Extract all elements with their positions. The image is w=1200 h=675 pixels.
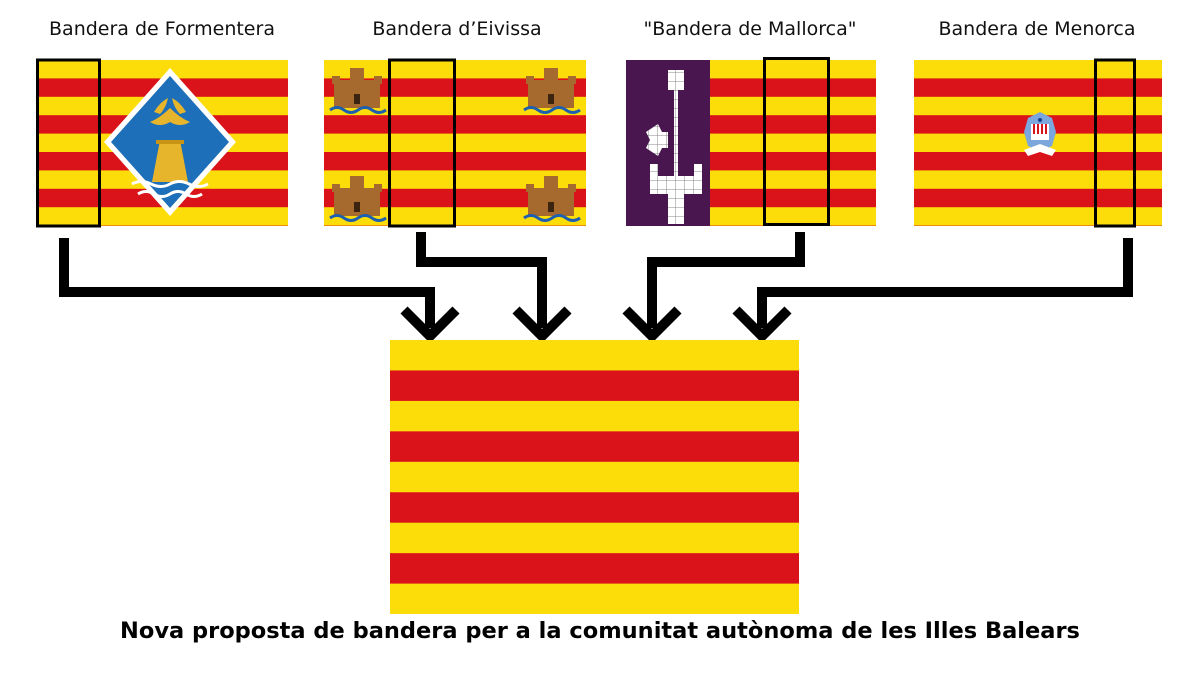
flag-title-menorca: Bandera de Menorca bbox=[938, 18, 1136, 40]
selection-box-mallorca bbox=[763, 57, 830, 226]
flag-menorca bbox=[914, 58, 1162, 228]
proposed-flag bbox=[390, 340, 799, 614]
mallorca-castle-icon bbox=[646, 70, 702, 224]
flag-mallorca bbox=[626, 57, 876, 226]
arrow-down-icon bbox=[732, 306, 792, 344]
flag-formentera bbox=[36, 58, 288, 228]
arrow-heads bbox=[400, 306, 792, 344]
selection-box-formentera bbox=[36, 58, 101, 228]
flag-title-eivissa: Bandera d’Eivissa bbox=[372, 18, 542, 40]
arrow-down-icon bbox=[400, 306, 460, 344]
connector-arrows bbox=[59, 232, 1133, 328]
proposal-caption: Nova proposta de bandera per a la comuni… bbox=[120, 618, 1080, 644]
connector-menorca bbox=[757, 238, 1133, 328]
connector-formentera bbox=[59, 238, 435, 328]
arrow-down-icon bbox=[512, 306, 572, 344]
selection-box-menorca bbox=[1094, 58, 1136, 228]
flag-title-formentera: Bandera de Formentera bbox=[49, 18, 275, 40]
arrow-down-icon bbox=[622, 306, 682, 344]
menorca-coat-of-arms-icon bbox=[1024, 112, 1056, 156]
formentera-coat-of-arms-icon bbox=[104, 68, 236, 216]
connector-mallorca bbox=[647, 232, 805, 328]
connector-eivissa bbox=[416, 232, 547, 328]
selection-box-eivissa bbox=[388, 58, 456, 228]
eivissa-castle-icon bbox=[329, 68, 581, 222]
flag-title-mallorca: "Bandera de Mallorca" bbox=[643, 18, 857, 40]
flag-eivissa bbox=[324, 58, 586, 228]
